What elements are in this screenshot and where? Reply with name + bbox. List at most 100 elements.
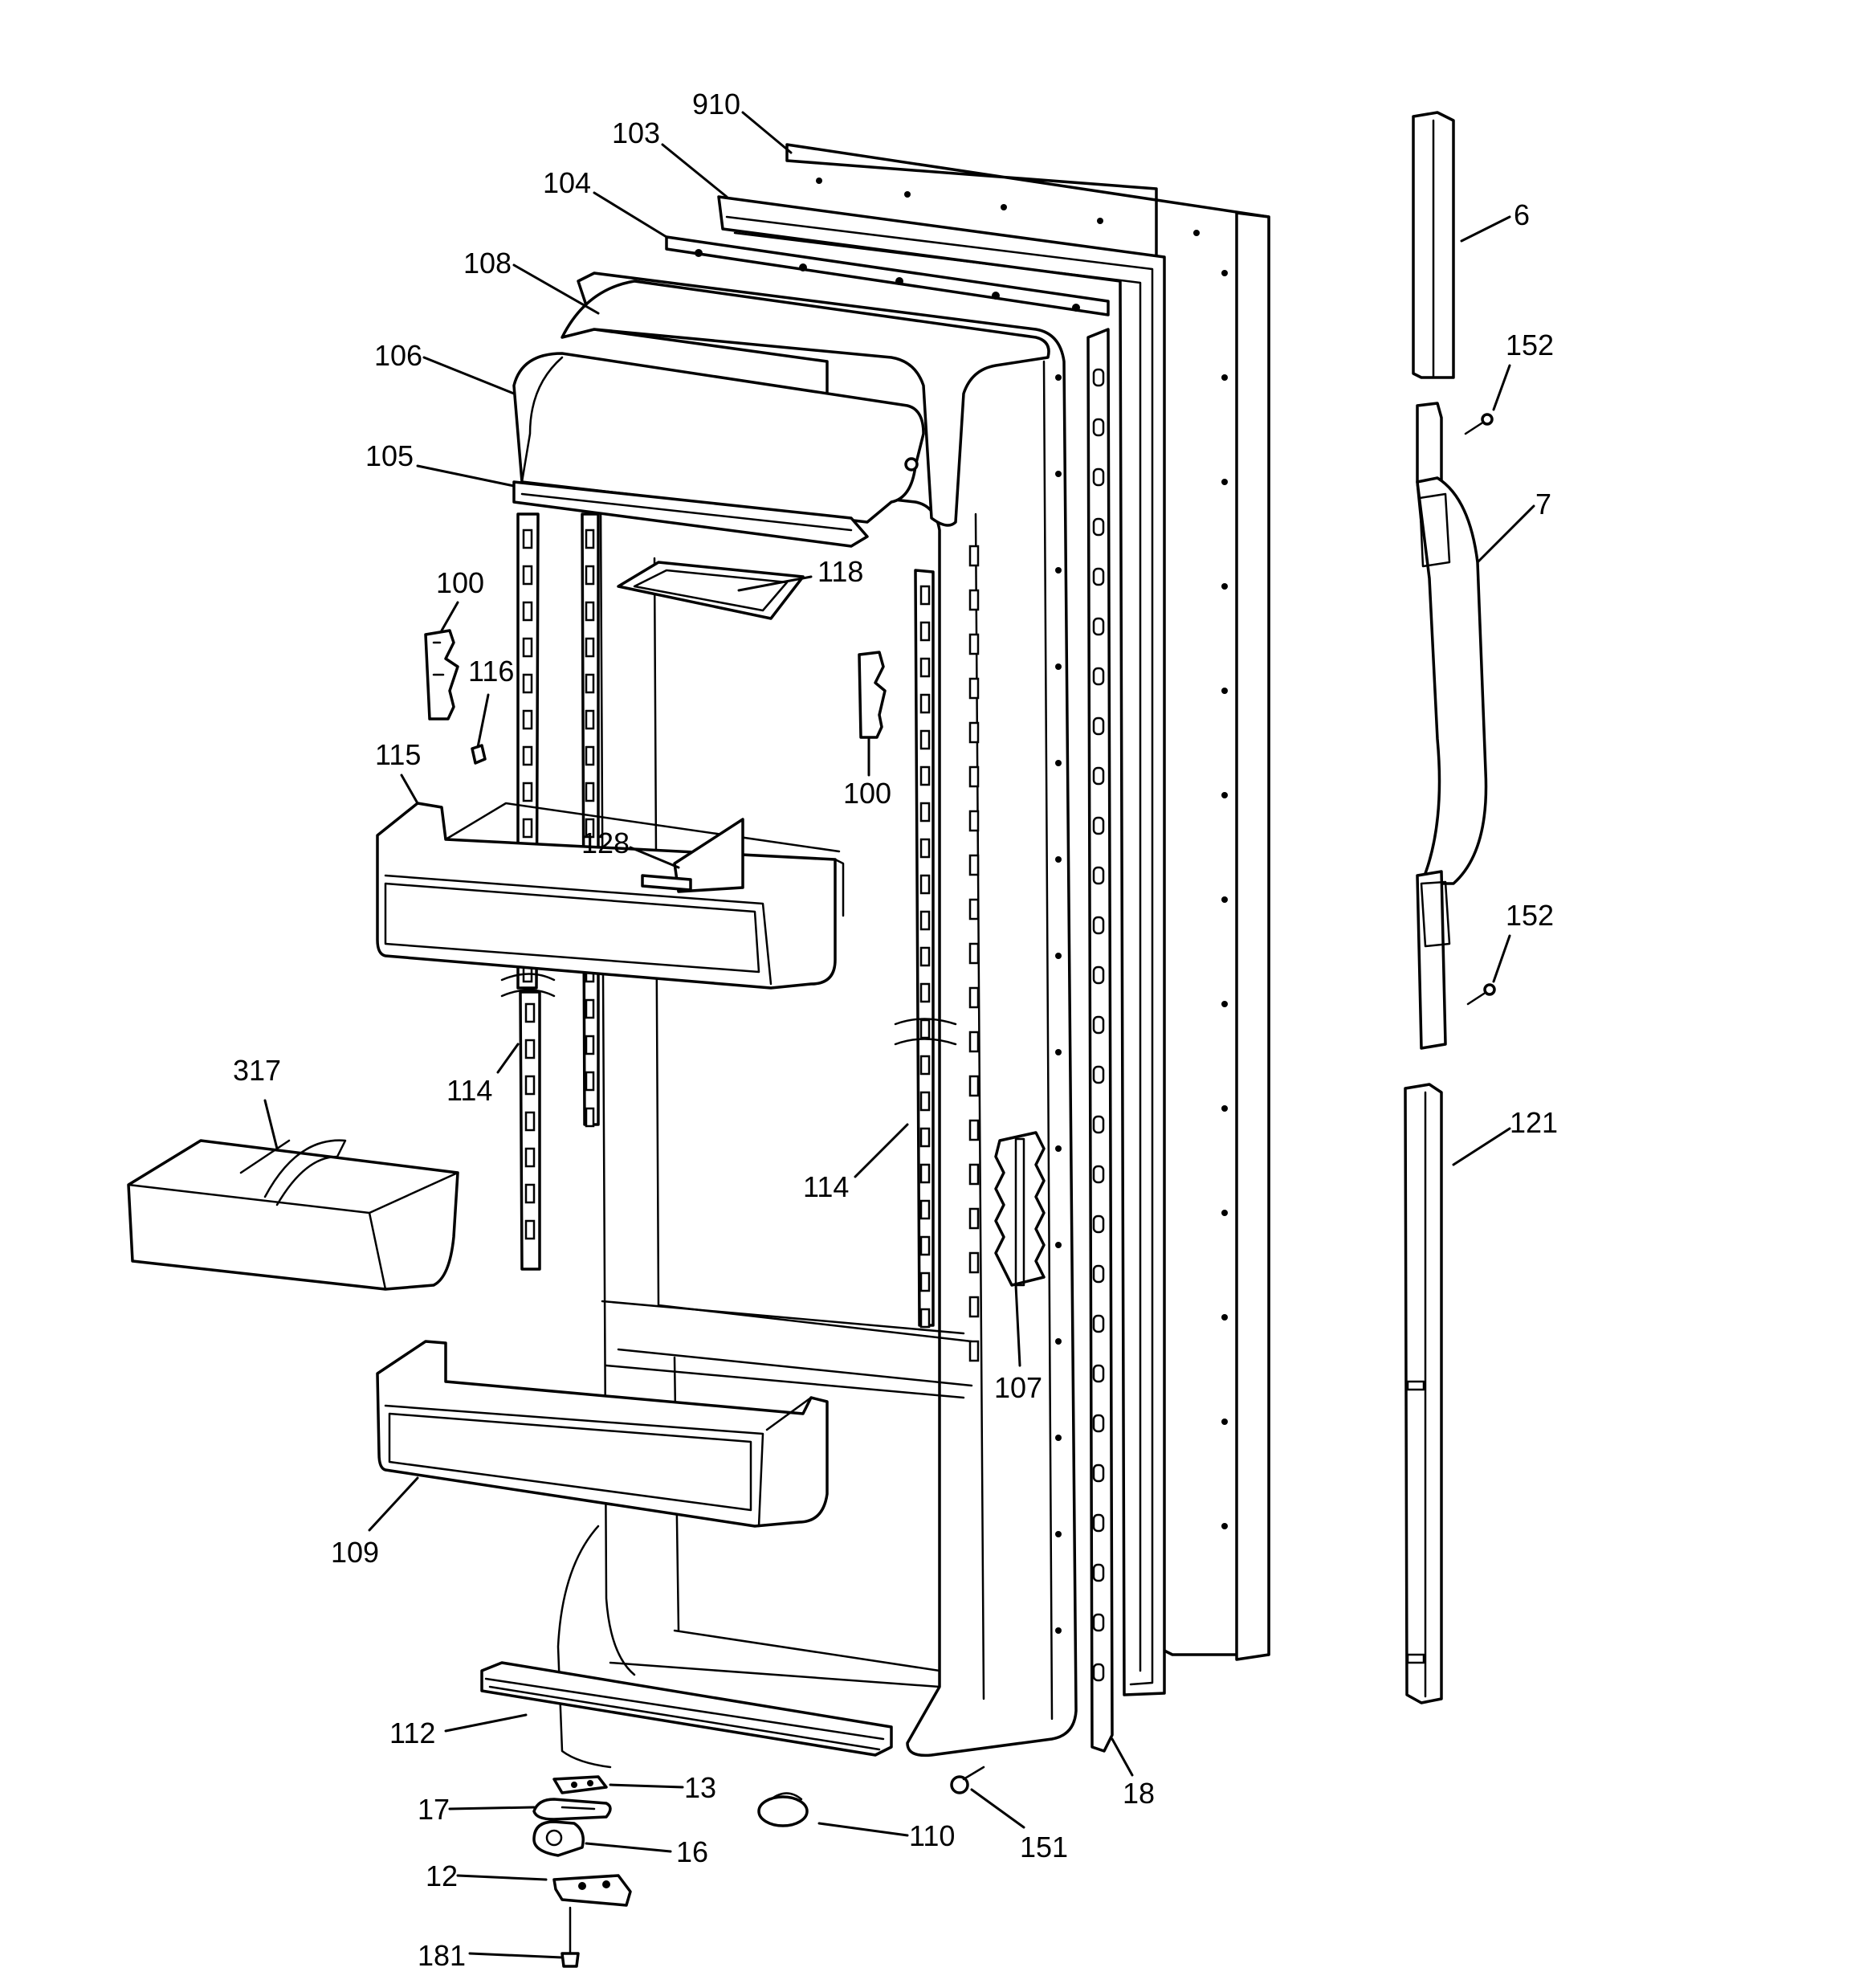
panel-screw-hole (1221, 270, 1228, 276)
callout-17: 17 (418, 1793, 450, 1826)
strip-hole (1092, 1513, 1105, 1533)
rail-slot (919, 838, 931, 859)
strip-hole (1092, 667, 1105, 686)
strip-hole (1092, 517, 1105, 537)
trim-hole (895, 277, 903, 285)
panel-screw-hole (1221, 896, 1228, 903)
rail-slot (585, 601, 595, 622)
callout-104: 104 (543, 166, 591, 199)
handle-cap-121 (1404, 1083, 1443, 1704)
liner-hole (1055, 567, 1062, 574)
strip-hole (1092, 1663, 1105, 1682)
rail-slot (919, 946, 931, 967)
panel-screw-hole (1221, 374, 1228, 381)
callout-107: 107 (994, 1371, 1042, 1404)
rail-slot (919, 621, 931, 642)
screw-151 (950, 1766, 985, 1794)
air-cover-trim (512, 480, 869, 548)
rail-slot (919, 874, 931, 895)
hinge-plate-13 (552, 1775, 608, 1794)
callout-121: 121 (1510, 1106, 1558, 1139)
callout-114-left: 114 (446, 1074, 492, 1107)
door-gasket (717, 195, 1166, 1696)
callouts: 910 103 104 108 106 105 100 116 115 118 … (233, 88, 1558, 1972)
snack-basket (127, 1139, 459, 1291)
panel-screw-hole (1097, 218, 1103, 224)
lower-door-bin (376, 1340, 829, 1528)
callout-106: 106 (374, 339, 422, 372)
callout-110: 110 (909, 1819, 955, 1852)
rail-break-mark-right (894, 1018, 957, 1046)
liner-hole (1055, 374, 1062, 381)
callout-100-left: 100 (436, 566, 484, 599)
trim-hole (992, 292, 1000, 300)
panel-screw-hole (1221, 1314, 1228, 1321)
strip-hole (1092, 467, 1105, 487)
callout-910: 910 (692, 88, 740, 120)
bracket-right (858, 651, 887, 739)
hinge-cam-16 (532, 1820, 585, 1857)
rail-slot (524, 1075, 536, 1096)
rail-slot (919, 765, 931, 786)
strip-hole (1092, 916, 1105, 935)
callout-105: 105 (365, 439, 414, 472)
screw-181 (561, 1906, 580, 1968)
handle-7 (1416, 402, 1488, 1050)
screw-152-lower (1466, 983, 1496, 1006)
rail-slot (524, 1147, 536, 1168)
rail-slot (585, 565, 595, 586)
liner-slot (968, 765, 980, 788)
callout-109: 109 (331, 1536, 379, 1569)
liner-hole (1055, 953, 1062, 959)
shelf-rail-right (914, 545, 980, 1362)
rail-slot (524, 1111, 536, 1132)
rail-slot (585, 529, 595, 549)
insulation-piece (994, 1131, 1046, 1287)
top-duct (561, 280, 1050, 527)
top-trim-strip (665, 235, 1110, 316)
rail-slot (585, 998, 595, 1019)
liner-slot (968, 898, 980, 921)
rail-slot (919, 1199, 931, 1220)
rail-slot (585, 745, 595, 766)
rail-slot (522, 818, 533, 839)
strip-hole (1092, 1015, 1105, 1035)
liner-hole (1055, 760, 1062, 766)
bracket-left (424, 629, 459, 720)
liner-hole (1055, 1242, 1062, 1248)
rail-slot (919, 693, 931, 714)
panel-screw-hole (1221, 1523, 1228, 1529)
panel-screw-hole (816, 178, 822, 184)
leader-lines (263, 111, 1535, 1959)
rail-slot (585, 673, 595, 694)
panel-screw-hole (1221, 583, 1228, 590)
rail-slot (524, 1002, 536, 1023)
callout-118: 118 (817, 555, 863, 588)
rail-slot (919, 802, 931, 823)
rail-slot (522, 565, 533, 586)
strip-hole (1092, 1214, 1105, 1234)
liner-slot (968, 1251, 980, 1274)
rail-slot (522, 673, 533, 694)
liner-slot (968, 677, 980, 700)
rail-slot (522, 745, 533, 766)
rail-slot (919, 1235, 931, 1256)
handle-cap-6 (1412, 111, 1455, 379)
hinge-bracket-12 (552, 1874, 632, 1907)
outer-door-panel (785, 143, 1270, 1661)
liner-slot (968, 1119, 980, 1141)
strip-hole (1092, 1364, 1105, 1383)
liner-slot (968, 1031, 980, 1053)
callout-108: 108 (463, 247, 512, 280)
trim-hole (799, 263, 807, 271)
liner-hole (1055, 1435, 1062, 1441)
liner-hole (1055, 1627, 1062, 1634)
liner-slot (968, 1340, 980, 1362)
hinge-washer-17 (532, 1798, 612, 1821)
liner-slot (968, 545, 980, 567)
callout-18: 18 (1123, 1777, 1155, 1810)
panel-screw-hole (1221, 1105, 1228, 1112)
rail-slot (522, 529, 533, 549)
rail-slot (585, 1071, 595, 1092)
